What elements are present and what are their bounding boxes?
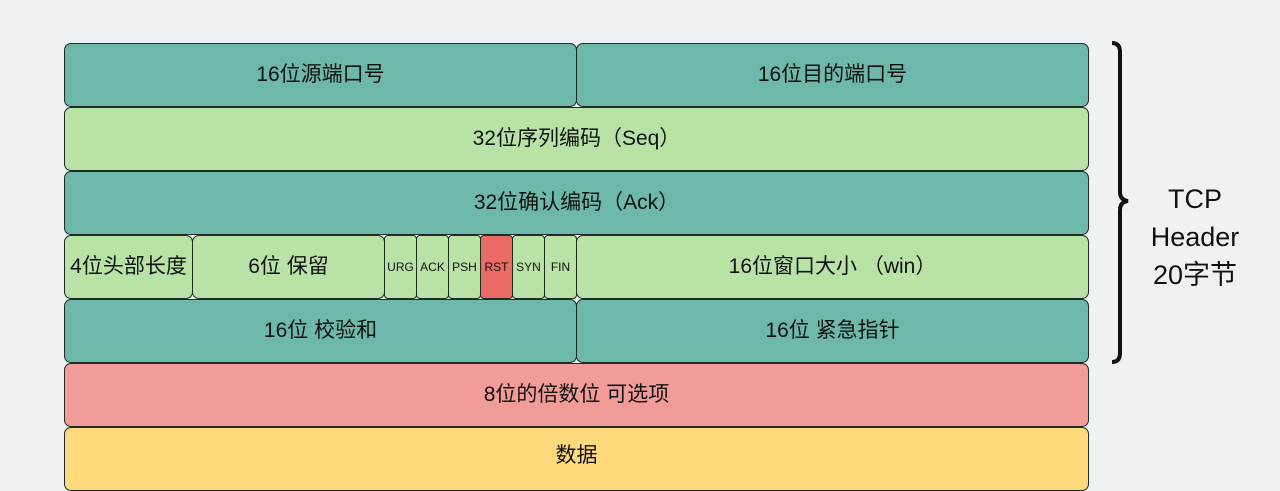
flag-label: SYN xyxy=(516,260,541,274)
options-label: 8位的倍数位 可选项 xyxy=(483,383,670,406)
window-size-label: 16位窗口大小 （win） xyxy=(728,255,937,278)
flag-label: ACK xyxy=(420,260,445,274)
header-length-field: 4位头部长度 xyxy=(64,235,193,299)
ack-number-label: 32位确认编码（Ack） xyxy=(473,191,680,214)
options-field: 8位的倍数位 可选项 xyxy=(64,363,1089,427)
checksum-field: 16位 校验和 xyxy=(64,299,577,363)
flag-ack: ACK xyxy=(416,235,449,299)
flag-label: URG xyxy=(387,260,414,274)
header-length-label: 4位头部长度 xyxy=(70,255,187,278)
flag-label: PSH xyxy=(452,260,477,274)
ack-number-field: 32位确认编码（Ack） xyxy=(64,171,1089,235)
urgent-pointer-field: 16位 紧急指针 xyxy=(576,299,1089,363)
data-field: 数据 xyxy=(64,427,1089,491)
right-brace-icon xyxy=(1111,41,1129,364)
source-port-label: 16位源端口号 xyxy=(256,63,385,86)
sequence-number-label: 32位序列编码（Seq） xyxy=(472,127,681,150)
flag-urg: URG xyxy=(384,235,417,299)
flag-syn: SYN xyxy=(512,235,545,299)
reserved-field: 6位 保留 xyxy=(192,235,385,299)
window-size-field: 16位窗口大小 （win） xyxy=(576,235,1089,299)
tcp-header-annotation: TCP Header 20字节 xyxy=(1135,180,1255,294)
annotation-line: Header xyxy=(1150,222,1240,252)
urgent-pointer-label: 16位 紧急指针 xyxy=(765,319,900,342)
flag-psh: PSH xyxy=(448,235,481,299)
flag-label: FIN xyxy=(550,260,571,274)
annotation-line: TCP xyxy=(1168,184,1222,214)
sequence-number-field: 32位序列编码（Seq） xyxy=(64,107,1089,171)
source-port-field: 16位源端口号 xyxy=(64,43,577,107)
data-label: 数据 xyxy=(555,444,598,467)
annotation-line: 20字节 xyxy=(1152,260,1238,290)
flag-label: RST xyxy=(484,260,509,274)
destination-port-field: 16位目的端口号 xyxy=(576,43,1089,107)
reserved-label: 6位 保留 xyxy=(248,255,329,278)
flag-rst: RST xyxy=(480,235,513,299)
flag-fin: FIN xyxy=(544,235,577,299)
checksum-label: 16位 校验和 xyxy=(263,319,378,342)
destination-port-label: 16位目的端口号 xyxy=(757,63,908,86)
